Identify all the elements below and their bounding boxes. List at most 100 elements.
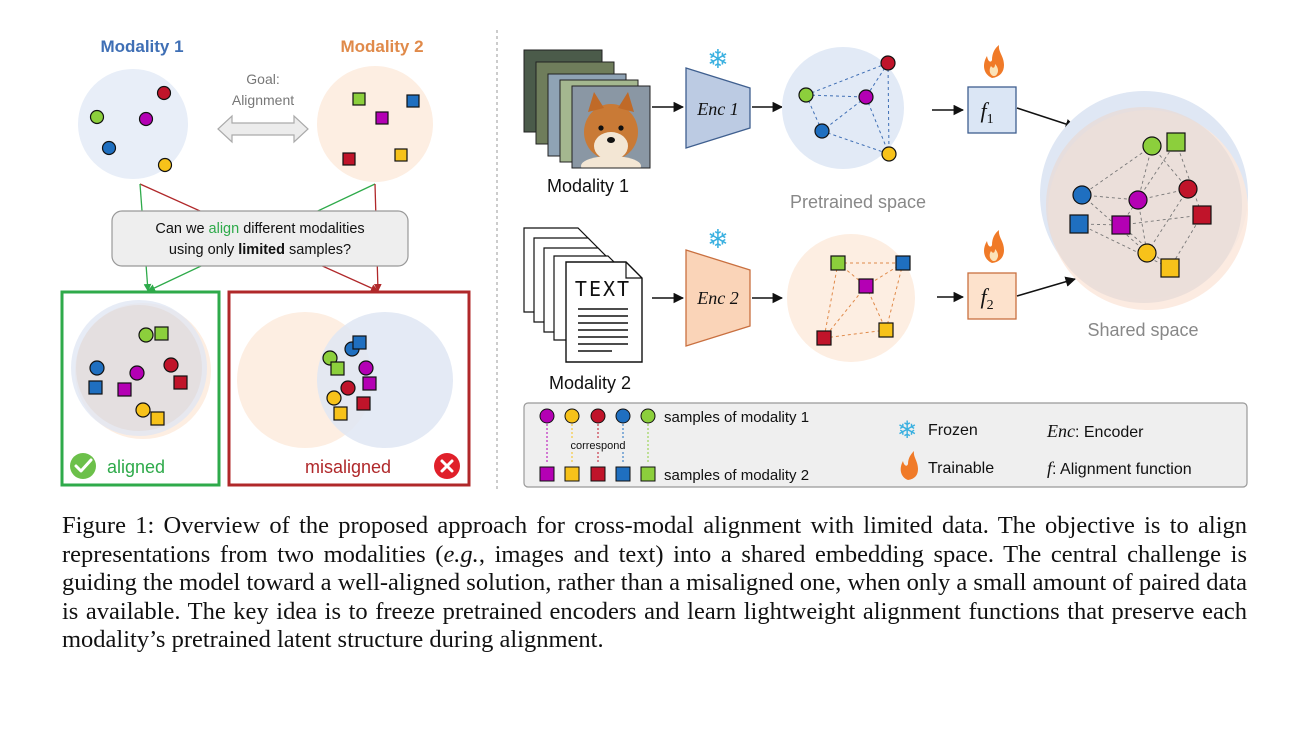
point-red xyxy=(340,380,356,396)
point-blue xyxy=(1072,185,1092,205)
point-green-sq xyxy=(330,361,345,376)
figure-diagram: Modality 1 Modality 2 Goal: Alignment Ca… xyxy=(60,30,1248,490)
legend-correspondence: correspond xyxy=(539,408,656,482)
point-purple-sq xyxy=(858,278,874,294)
point-purple xyxy=(858,89,874,105)
point-blue-sq xyxy=(352,335,367,350)
point-red-sq xyxy=(1192,205,1212,225)
flame-icon xyxy=(984,230,1004,263)
encoder2-label: Enc 2 xyxy=(696,288,738,308)
caption-part-1: Figure 1: Overview of the proposed appro… xyxy=(62,512,1247,568)
legend-f: f: Alignment function xyxy=(1047,458,1192,478)
point-blue-sq xyxy=(88,380,103,395)
point-red-sq xyxy=(816,330,832,346)
right-panel: Modality 1 Enc 1 ❄ Pretrained space f1 xyxy=(523,45,1248,488)
right-modality1-label: Modality 1 xyxy=(547,176,629,196)
flame-icon xyxy=(900,451,918,480)
question-line-1: Can we align different modalities xyxy=(155,221,364,237)
point-yellow-sq xyxy=(1160,258,1180,278)
snowflake-icon: ❄ xyxy=(707,225,729,255)
point-yellow xyxy=(135,402,151,418)
aligned-label: aligned xyxy=(107,457,165,477)
point-yellow-sq xyxy=(333,406,348,421)
arrow-f2-to-shared xyxy=(1016,276,1077,297)
goal-label: Goal: xyxy=(246,71,279,87)
misaligned-box xyxy=(227,290,471,487)
point-yellow xyxy=(1137,243,1157,263)
point-yellow xyxy=(881,146,897,162)
point-yellow-sq xyxy=(878,322,894,338)
goal-label-2: Alignment xyxy=(232,92,294,108)
point-green-sq xyxy=(352,92,366,106)
left-panel: Modality 1 Modality 2 Goal: Alignment Ca… xyxy=(60,37,471,487)
check-icon xyxy=(70,453,96,479)
modality1-label: Modality 1 xyxy=(100,37,183,56)
legend-correspond: correspond xyxy=(570,440,625,452)
point-red-sq xyxy=(173,375,188,390)
point-purple-sq xyxy=(117,382,132,397)
right-modality2-label: Modality 2 xyxy=(549,373,631,393)
legend-enc: Enc: Encoder xyxy=(1046,421,1144,441)
misaligned-label: misaligned xyxy=(305,457,391,477)
point-green-sq xyxy=(154,326,169,341)
question-box xyxy=(111,210,409,267)
encoder1-label: Enc 1 xyxy=(696,99,738,119)
point-yellow xyxy=(326,390,342,406)
point-yellow-sq xyxy=(394,148,408,162)
point-red xyxy=(1178,179,1198,199)
legend-box xyxy=(523,402,1248,488)
f1-label: f1 xyxy=(980,98,993,127)
arrow-f1-to-shared xyxy=(1016,107,1076,130)
image-stack xyxy=(523,49,651,169)
legend-trainable: Trainable xyxy=(928,460,994,477)
legend-samples-mod2: samples of modality 2 xyxy=(664,467,809,484)
f2-block xyxy=(967,272,1017,320)
double-arrow-icon xyxy=(217,114,309,144)
legend-samples-mod1: samples of modality 1 xyxy=(664,409,809,426)
misaligned-space-blue xyxy=(317,312,453,448)
point-purple xyxy=(138,111,154,127)
f1-block xyxy=(967,86,1017,134)
point-blue xyxy=(101,140,117,156)
pretrained-space-label: Pretrained space xyxy=(790,192,926,212)
point-red xyxy=(880,55,896,71)
point-purple xyxy=(129,365,145,381)
point-purple-sq xyxy=(1111,215,1131,235)
shared-space-label: Shared space xyxy=(1087,320,1198,340)
dog-photo xyxy=(572,86,650,168)
flame-inner xyxy=(989,249,999,261)
pretrained-space-1 xyxy=(782,47,904,169)
caption-part-2: , images and text) into a shared embeddi… xyxy=(62,540,1247,654)
point-red-sq xyxy=(342,152,356,166)
point-green xyxy=(89,109,105,125)
point-blue-sq xyxy=(406,94,420,108)
flame-inner xyxy=(989,64,999,76)
point-green xyxy=(138,327,154,343)
point-blue xyxy=(814,123,830,139)
point-purple xyxy=(1128,190,1148,210)
point-red xyxy=(163,357,179,373)
point-purple-sq xyxy=(375,111,389,125)
flame-icon xyxy=(984,45,1004,78)
snowflake-icon: ❄ xyxy=(707,45,729,75)
text-doc-label: TEXT xyxy=(575,277,631,301)
point-green xyxy=(1142,136,1162,156)
point-red-sq xyxy=(356,396,371,411)
check-mark xyxy=(74,458,93,473)
point-green-sq xyxy=(1166,132,1186,152)
snowflake-icon: ❄ xyxy=(897,416,917,444)
encoder1-block xyxy=(685,67,751,149)
aligned-box xyxy=(60,290,221,487)
point-red xyxy=(156,85,172,101)
point-yellow-sq xyxy=(150,411,165,426)
point-blue-sq xyxy=(895,255,911,271)
caption-eg: e.g. xyxy=(443,540,479,568)
cross-mark xyxy=(440,459,454,473)
point-purple xyxy=(358,360,374,376)
encoder2-block xyxy=(685,249,751,347)
point-green xyxy=(798,87,814,103)
f2-label: f2 xyxy=(980,284,993,313)
point-green-sq xyxy=(830,255,846,271)
point-yellow xyxy=(157,157,173,173)
point-blue-sq xyxy=(1069,214,1089,234)
